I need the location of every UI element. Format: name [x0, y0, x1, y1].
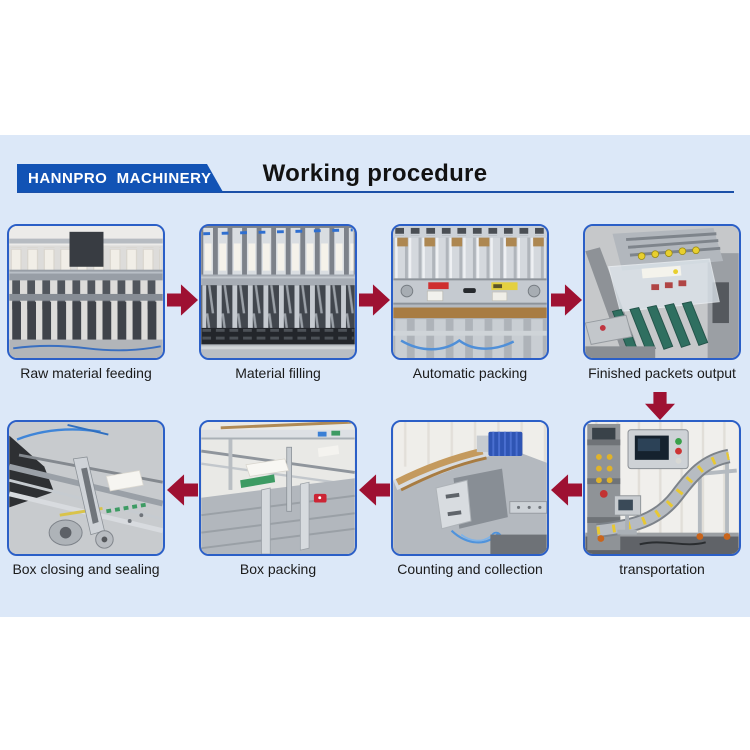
step-cell-7: Box packing	[199, 420, 357, 577]
step-label: Box packing	[239, 561, 317, 577]
brand-banner: HANNPRO MACHINERY	[17, 164, 223, 192]
photo-box-packing	[201, 422, 355, 554]
step-label: Finished packets output	[588, 365, 736, 381]
step-cell-6: Counting and collection	[391, 420, 549, 577]
step-label: transportation	[619, 561, 705, 577]
header-rule	[17, 191, 734, 193]
photo-frame	[583, 224, 741, 360]
step-cell-5: transportation	[583, 420, 741, 577]
step-label: Raw material feeding	[20, 365, 152, 381]
step-label: Material filling	[235, 365, 321, 381]
page-title: Working procedure	[262, 160, 488, 187]
step-cell-2: Material filling	[199, 224, 357, 381]
step-label: Counting and collection	[397, 561, 543, 577]
photo-frame	[583, 420, 741, 556]
photo-frame	[7, 420, 165, 556]
photo-raw-material-feeding	[9, 226, 163, 358]
photo-automatic-packing	[393, 226, 547, 358]
photo-material-filling	[201, 226, 355, 358]
photo-frame	[199, 420, 357, 556]
step-cell-4: Finished packets output	[583, 224, 741, 381]
photo-transportation	[585, 422, 739, 554]
photo-frame	[391, 224, 549, 360]
photo-box-closing-and-sealing	[9, 422, 163, 554]
step-cell-3: Automatic packing	[391, 224, 549, 381]
photo-frame	[7, 224, 165, 360]
photo-counting-and-collection	[393, 422, 547, 554]
photo-finished-packets-output	[585, 226, 739, 358]
step-cell-8: Box closing and sealing	[7, 420, 165, 577]
step-label: Box closing and sealing	[12, 561, 160, 577]
brand-label: HANNPRO MACHINERY	[28, 169, 212, 187]
step-cell-1: Raw material feeding	[7, 224, 165, 381]
photo-frame	[391, 420, 549, 556]
photo-frame	[199, 224, 357, 360]
step-label: Automatic packing	[412, 365, 528, 381]
